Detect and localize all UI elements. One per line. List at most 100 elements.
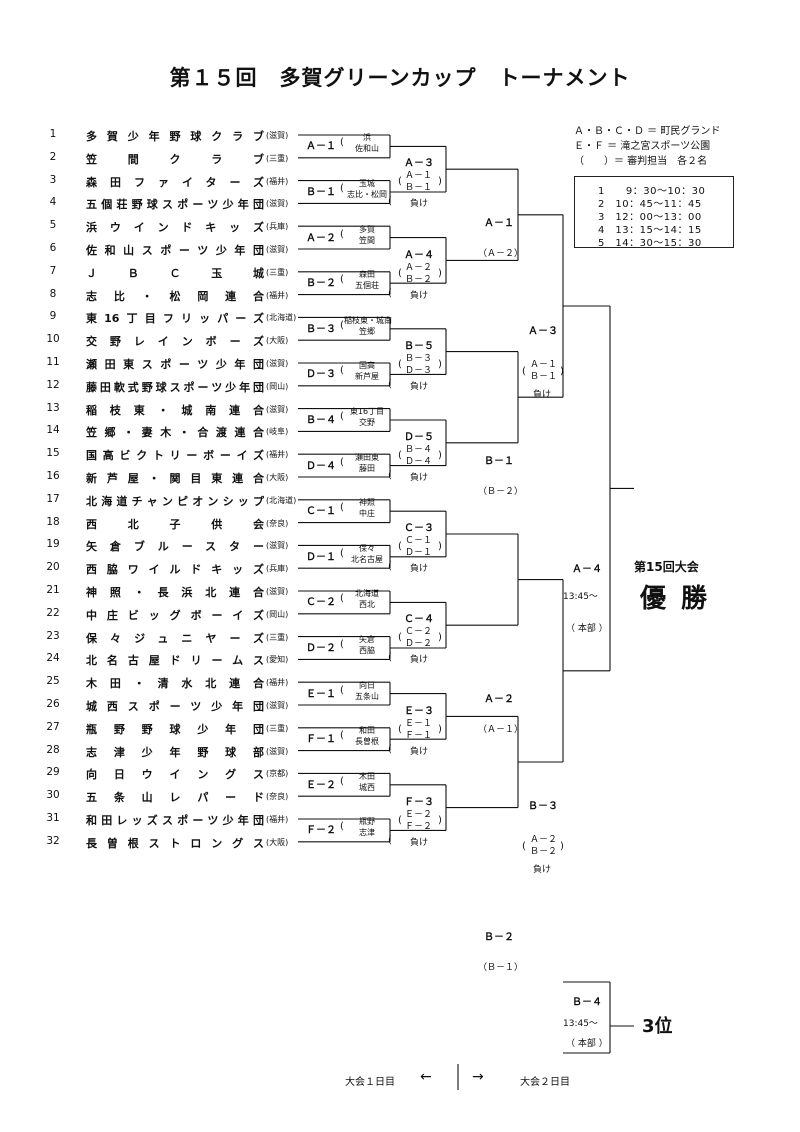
first-round-label: Ｆ－２ [306, 825, 336, 837]
referee-teams: 向日五条山 [355, 680, 379, 701]
team-prefecture: (岡山) [266, 609, 289, 619]
team-name: 浜ウインドキッズ [86, 221, 264, 235]
team-name: 瓶野野球少年団 [86, 722, 264, 736]
team-number: 25 [46, 675, 60, 688]
paren-left: ( [398, 541, 402, 553]
second-round-label: Ｆ－３ [404, 796, 434, 808]
paren-left: ( [398, 176, 402, 188]
referee-paren: ( [340, 137, 344, 149]
third-place-result: 3位 [642, 1016, 673, 1037]
team-number: 18 [46, 515, 60, 528]
loser-note: 負け [410, 564, 429, 575]
loser-note: 負け [410, 199, 429, 210]
referee-paren: ( [340, 183, 344, 194]
team-prefecture: (岡山) [266, 381, 289, 391]
team-name: 笠郷・妻木・合渡連合 [86, 426, 264, 440]
team-prefecture: (三重) [266, 723, 289, 733]
first-round-label: Ａ－２ [306, 232, 336, 244]
team-name: 森田ファイターズ [86, 175, 264, 189]
referee-paren: ( [340, 593, 344, 605]
paren-right: ) [560, 366, 564, 377]
paren-left: ( [398, 267, 402, 279]
referee-teams: 多賀笠間 [359, 224, 375, 245]
paren-right: ) [560, 841, 564, 852]
paren-right: ) [438, 814, 442, 826]
quarter-source: （Ｂ－１） [478, 963, 524, 973]
team-number: 5 [49, 219, 57, 232]
quarter-source: （Ａ－１） [478, 725, 524, 735]
referee-paren: ( [340, 639, 344, 650]
team-name: 城西スポーツ少年団 [86, 700, 264, 713]
team-name: 東16丁目フリッパーズ [86, 312, 264, 326]
team-prefecture: (岐阜) [266, 427, 289, 437]
loser-note: 負け [410, 473, 429, 483]
team-prefecture: (福井) [266, 450, 289, 460]
referee-teams: 森田五個荘 [355, 270, 379, 291]
team-prefecture: (滋賀) [266, 701, 289, 710]
team-number: 30 [46, 789, 60, 802]
team-number: 13 [46, 401, 60, 414]
team-number: 20 [46, 561, 60, 574]
footer-day1: 大会１日目 [345, 1077, 395, 1088]
team-prefecture: (三重) [266, 153, 289, 163]
referee-teams: 瀬田東藤田 [355, 452, 379, 473]
paren-left: ( [522, 366, 526, 377]
first-round-label: Ｅ－２ [306, 779, 336, 791]
semi-label: Ａ－３ [528, 326, 558, 337]
champion-label: 優 勝 [640, 584, 711, 614]
team-prefecture: (滋賀) [266, 359, 289, 368]
referee-paren: ( [340, 365, 344, 377]
referee-paren: ( [340, 502, 344, 514]
first-round-label: Ｃ－２ [306, 597, 336, 609]
team-name: 長曽根ストロングス [86, 836, 264, 850]
legend-venue-abcd: Ａ・Ｂ・Ｃ・Ｄ ＝ 町民グランド [574, 126, 721, 137]
referee-paren: ( [340, 228, 344, 240]
team-prefecture: (奈良) [266, 792, 289, 802]
referee-teams: 北海道西北 [355, 589, 379, 610]
team-number: 1 [49, 128, 57, 140]
paren-right: ) [438, 358, 442, 370]
team-number: 16 [46, 470, 60, 482]
referee-paren: ( [340, 821, 344, 833]
team-number: 29 [46, 766, 60, 779]
team-name: ＪＢＣ玉城 [86, 266, 264, 280]
team-prefecture: (大阪) [266, 336, 289, 346]
paren-left: ( [522, 841, 526, 852]
team-name: 五個荘野球スポーツ少年団 [86, 198, 264, 212]
team-number: 14 [46, 424, 60, 437]
team-name: 矢倉ブルースター [86, 540, 264, 554]
referee-paren: ( [340, 274, 344, 286]
team-prefecture: (福井) [266, 815, 289, 824]
team-name: 北名古屋ドリームス [86, 654, 264, 668]
team-prefecture: (兵庫) [266, 222, 289, 232]
loser-note: 負け [410, 837, 429, 848]
paren-right: ) [438, 632, 442, 644]
team-number: 11 [46, 356, 60, 368]
paren-left: ( [398, 632, 402, 644]
team-number: 2 [49, 150, 57, 163]
referee-teams: 神照中庄 [359, 498, 375, 519]
referee-teams: 玉城志比・松岡 [347, 179, 387, 199]
team-prefecture: (北海道) [266, 495, 297, 505]
second-round-label: Ｃ－４ [404, 614, 434, 626]
first-round-label: Ｂ－３ [306, 323, 336, 335]
team-name: 向日ウイングス [86, 768, 264, 782]
team-number: 10 [46, 333, 60, 346]
team-number: 12 [46, 378, 60, 391]
first-round-label: Ａ－１ [306, 141, 336, 153]
team-name: 保々ジュニヤーズ [86, 631, 264, 645]
team-prefecture: (兵庫) [266, 564, 289, 574]
team-number: 24 [46, 652, 60, 665]
team-prefecture: (滋賀) [266, 541, 289, 551]
referee-teams: 矢倉西脇 [359, 635, 375, 655]
final-label: Ａ－４ [572, 564, 602, 575]
team-number: 8 [49, 287, 57, 300]
first-round-label: Ｂ－４ [306, 415, 336, 426]
loser-note: 負け [533, 865, 552, 875]
team-name: 神照・長浜北連合 [86, 586, 264, 599]
page-title: 第１５回 多賀グリーンカップ トーナメント [169, 66, 631, 90]
second-round-label: Ａ－４ [404, 249, 434, 261]
team-number: 17 [46, 492, 60, 505]
